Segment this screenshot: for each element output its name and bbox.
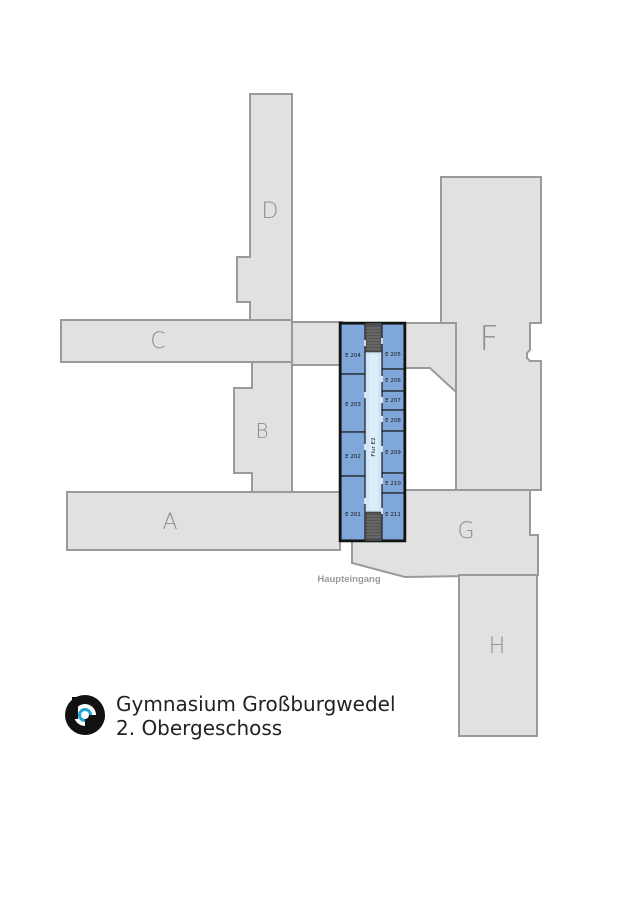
connector-c-e [291, 321, 343, 366]
building-c[interactable] [60, 319, 293, 363]
building-f[interactable] [440, 176, 542, 491]
room-e203-label: E 203 [345, 402, 361, 408]
room-e202-label: E 202 [345, 454, 361, 460]
room-e207-label: E 207 [385, 398, 401, 404]
school-logo-icon [65, 695, 105, 735]
school-name: Gymnasium Großburgwedel [116, 692, 396, 716]
main-entrance-label: Haupteingang [317, 574, 381, 585]
room-e211[interactable] [381, 492, 405, 541]
floor-name: 2. Obergeschoss [116, 716, 283, 740]
building-d[interactable] [236, 93, 293, 323]
room-e201-label: E 201 [345, 512, 361, 518]
building-g-label: G [457, 519, 474, 544]
building-f-label: F [479, 319, 499, 359]
room-e211-label: E 211 [385, 512, 401, 518]
building-h[interactable] [458, 574, 538, 737]
room-e205-label: E 205 [385, 352, 401, 358]
room-e210-label: E 210 [385, 481, 401, 487]
room-e205[interactable] [381, 323, 405, 370]
corridor-label: Flur E2 [371, 437, 377, 456]
building-a-label: A [162, 510, 177, 535]
room-e204[interactable] [340, 323, 366, 375]
connector-e-f [404, 322, 457, 395]
room-e206-label: E 206 [385, 378, 401, 384]
building-a[interactable] [66, 491, 341, 551]
building-b[interactable] [233, 361, 293, 494]
building-h-label: H [489, 634, 506, 659]
room-e208-label: E 208 [385, 418, 401, 424]
stairs-top [365, 323, 382, 353]
corridor-floor-pattern [369, 355, 378, 510]
building-b-label: B [255, 419, 268, 443]
building-c-label: C [150, 329, 165, 354]
stairs-bottom [365, 511, 382, 541]
room-e209-label: E 209 [385, 450, 401, 456]
room-e201[interactable] [340, 475, 366, 541]
map-title: Gymnasium Großburgwedel 2. Obergeschoss [116, 692, 396, 740]
building-d-label: D [262, 199, 279, 224]
room-e204-label: E 204 [345, 353, 361, 359]
door-markers [364, 338, 383, 514]
